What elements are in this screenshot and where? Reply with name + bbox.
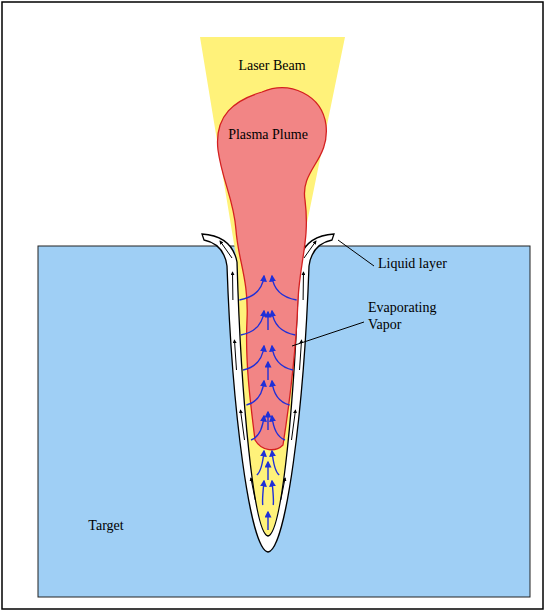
flow-arrow bbox=[220, 241, 232, 258]
vapor-arrow bbox=[272, 416, 285, 440]
vapor-arrow bbox=[272, 346, 293, 370]
region-label: Laser Beam bbox=[238, 58, 305, 75]
vapor-arrow bbox=[272, 276, 297, 300]
flow-arrow bbox=[234, 340, 236, 370]
leader-line bbox=[292, 322, 364, 346]
vapor-arrow bbox=[251, 416, 264, 440]
vapor-arrow bbox=[272, 481, 273, 505]
callout-label: Evaporating Vapor bbox=[368, 300, 448, 334]
vapor-arrow bbox=[267, 462, 268, 480]
target-region: Target bbox=[88, 518, 123, 535]
vapor-arrows bbox=[239, 276, 296, 530]
flow-arrow bbox=[300, 340, 302, 370]
plasma-plume-region: Plasma Plume bbox=[228, 127, 308, 144]
vapor-arrow bbox=[257, 451, 264, 475]
vapor-arrow bbox=[272, 381, 290, 405]
vapor-arrow bbox=[241, 311, 264, 335]
region-label: Target bbox=[88, 518, 123, 535]
laser-beam-region: Laser Beam bbox=[238, 58, 305, 75]
flow-arrow bbox=[304, 241, 316, 258]
flow-arrow bbox=[240, 410, 244, 440]
vapor-arrow bbox=[272, 451, 279, 475]
flow-arrow bbox=[291, 410, 295, 440]
leader-line bbox=[338, 240, 374, 266]
vapor-arrow bbox=[239, 276, 264, 300]
vapor-arrow bbox=[243, 346, 264, 370]
vapor-arrow bbox=[267, 362, 268, 380]
vapor-arrow bbox=[246, 381, 264, 405]
vapor-arrow bbox=[267, 512, 268, 530]
vapor-arrow bbox=[263, 481, 264, 505]
vapor-arrow bbox=[267, 412, 268, 430]
liquid-flow-arrows bbox=[220, 241, 316, 500]
laser-beam bbox=[200, 37, 345, 536]
vapor-arrow bbox=[267, 312, 268, 330]
flow-arrow bbox=[251, 478, 255, 500]
callout-label: Liquid layer bbox=[378, 256, 447, 273]
vapor-arrow bbox=[272, 311, 295, 335]
flow-arrow bbox=[303, 272, 304, 300]
region-label: Plasma Plume bbox=[228, 127, 308, 144]
flow-arrow bbox=[281, 478, 285, 500]
flow-arrow bbox=[232, 272, 233, 300]
plasma-plume bbox=[218, 88, 327, 450]
